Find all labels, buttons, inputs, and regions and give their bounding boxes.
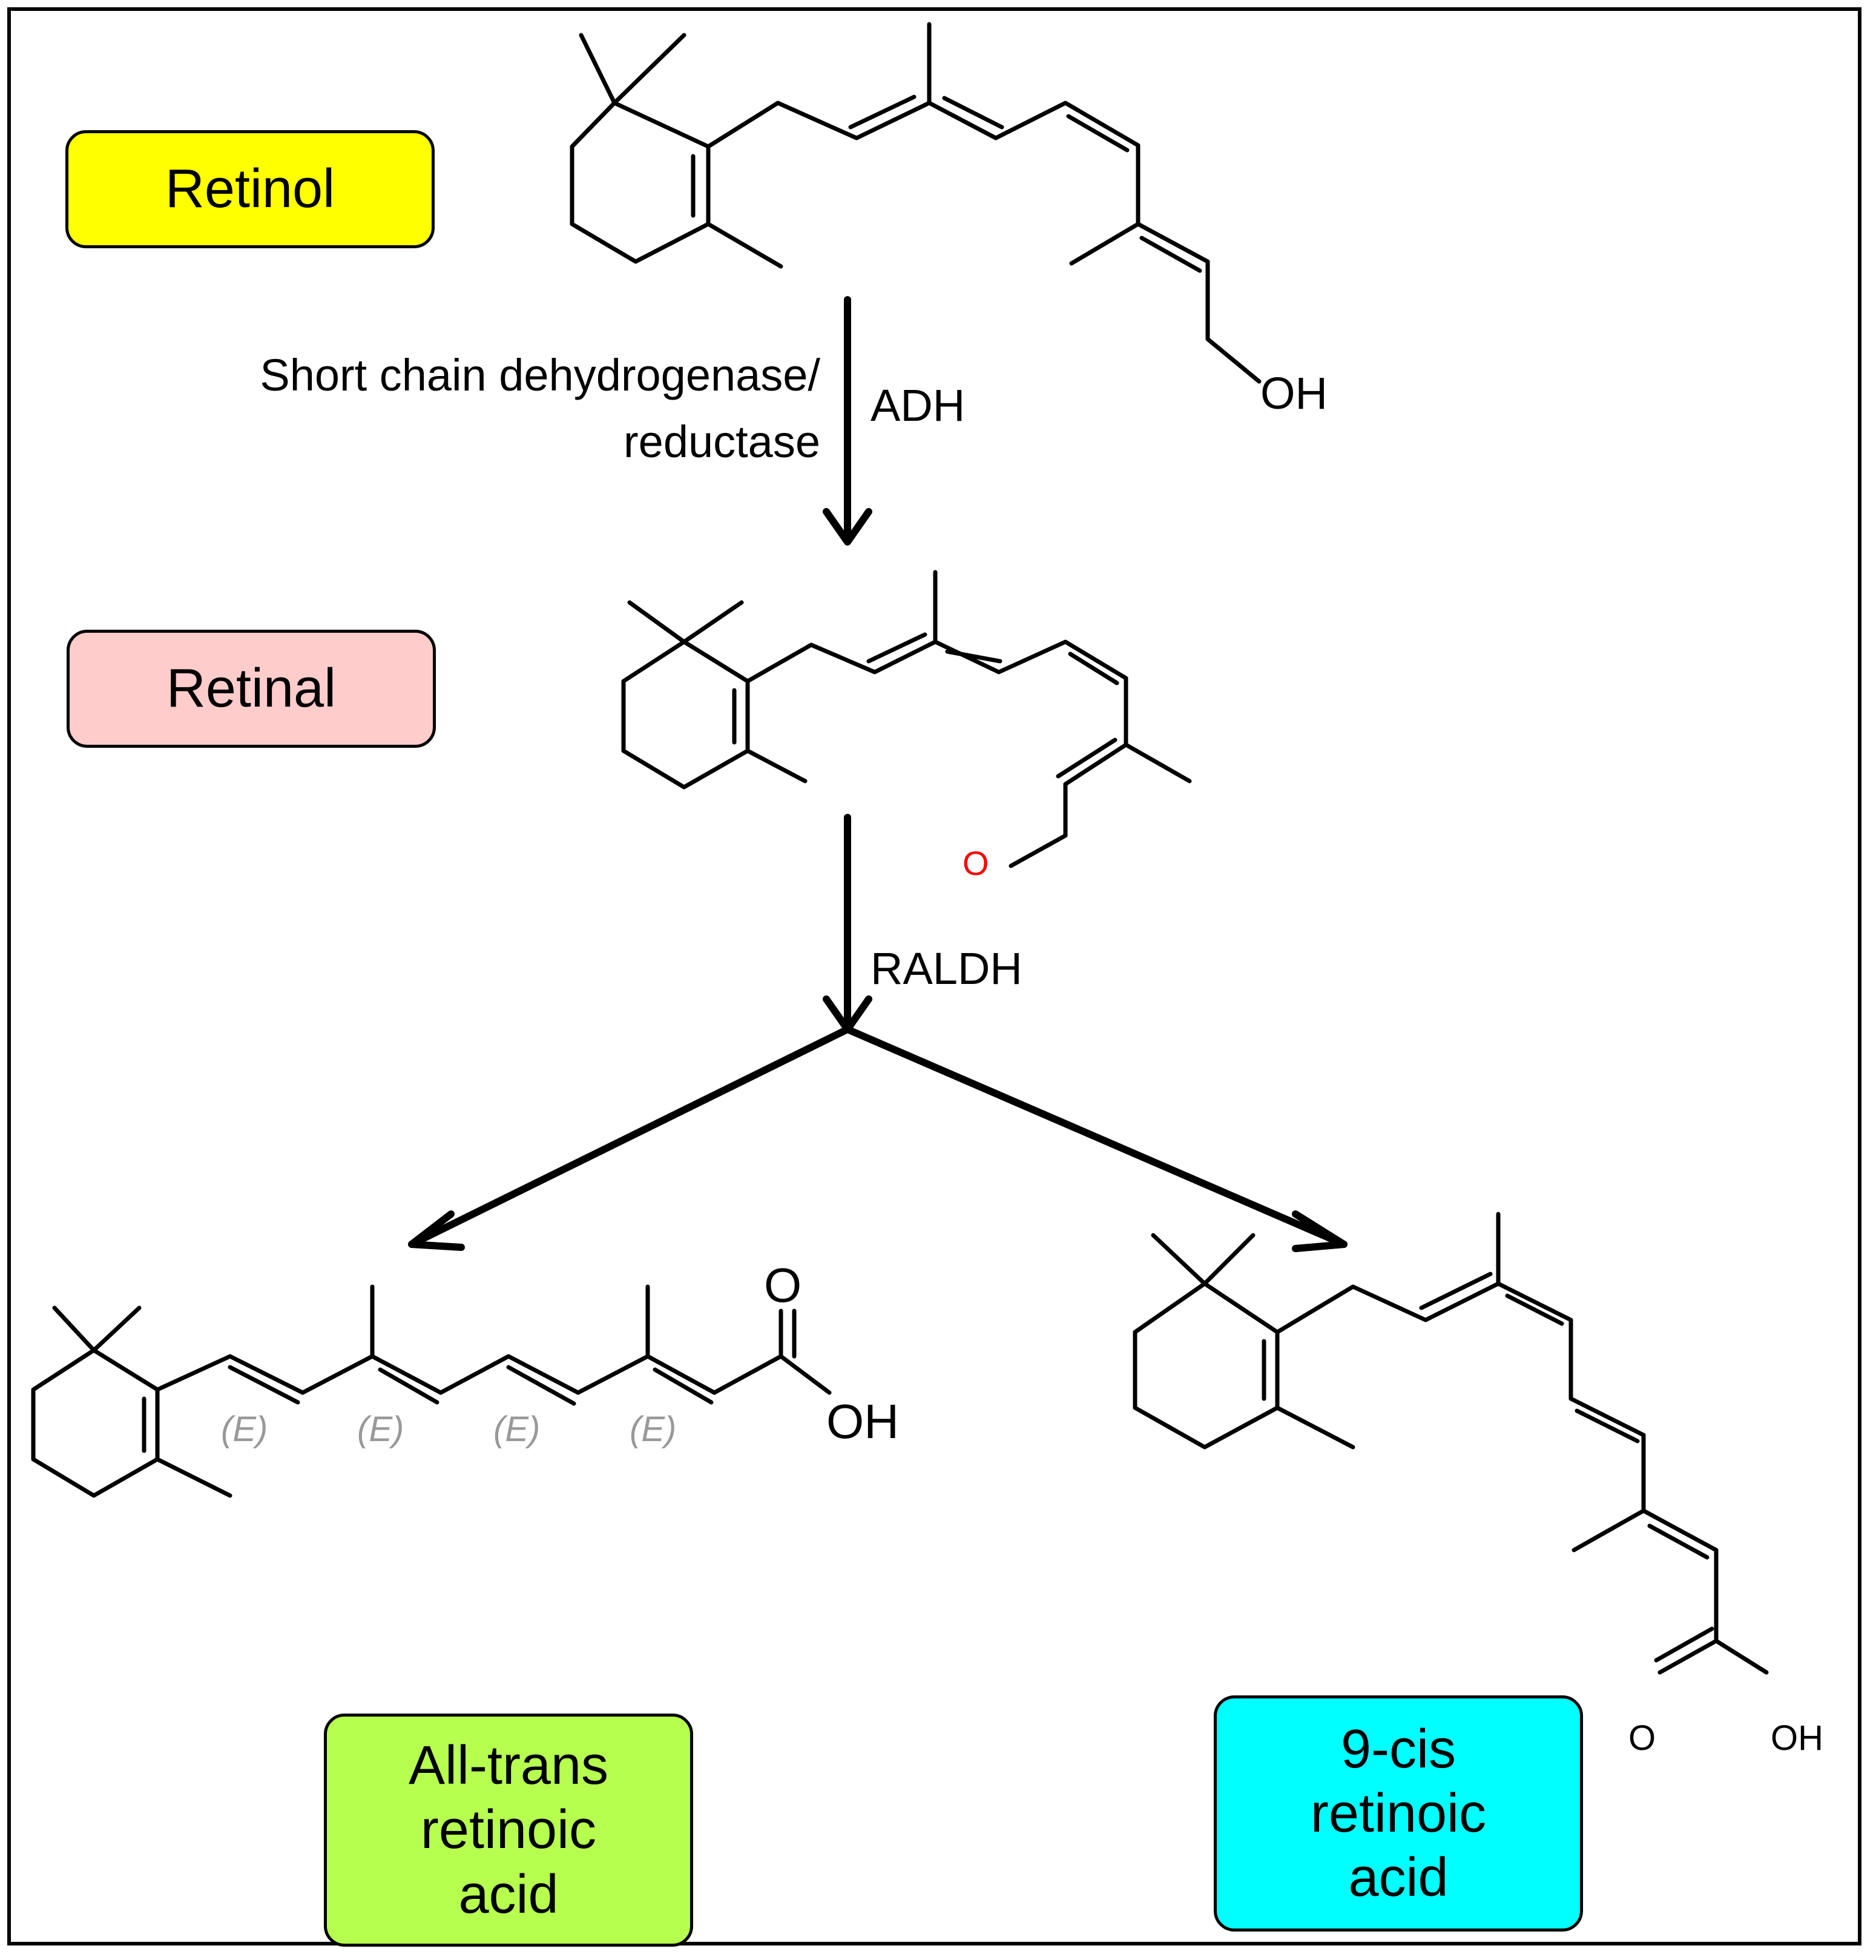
retinal-label: Retinal [166,658,337,719]
nine-cis-label-line2: retinoic [1310,1783,1487,1844]
arrowhead-branch-right [1292,1210,1348,1252]
arrowhead-retinol-to-retinal [823,508,872,546]
sdr-label-line2: reductase [624,417,820,467]
retinal-structure: O [621,570,1192,882]
atra-label-line2: retinoic [420,1800,597,1861]
raldh-label: RALDH [871,943,1022,994]
all-trans-retinoic-acid-structure: O OH (E) (E) (E) (E) [31,1258,899,1498]
enzyme-labels: Short chain dehydrogenase/ reductase ADH… [260,350,1022,994]
atra-label-line3: acid [458,1864,559,1925]
nine-cis-oh-label: OH [1771,1718,1823,1758]
stereo-label-4: (E) [630,1410,676,1449]
retinol-structure: OH [570,22,1328,418]
stereo-label-1: (E) [221,1410,268,1449]
nine-cis-label-line1: 9-cis [1340,1718,1456,1780]
retinal-label-box: Retinal [67,630,436,748]
arrowhead-branch-left [408,1210,465,1251]
reaction-arrows [408,296,1348,1252]
adh-label: ADH [871,380,965,431]
nine-cis-carbonyl-o-label: O [1628,1718,1656,1758]
diagram-frame [7,7,1861,1945]
retinol-label: Retinol [165,159,335,220]
retinal-o-label: O [963,844,989,882]
atra-oh-label: OH [826,1394,899,1448]
nine-cis-retinoic-acid-structure: O OH [1133,1212,1823,1758]
all-trans-ra-label-box: All-trans retinoic acid [324,1714,693,1947]
nine-cis-label-line3: acid [1348,1847,1449,1909]
stereo-label-3: (E) [493,1410,540,1449]
arrow-branch-left [408,1026,851,1248]
atra-label-line1: All-trans [408,1735,609,1797]
arrow-branch-right [844,1026,1348,1248]
retinol-label-box: Retinol [65,130,435,248]
retinol-oh-label: OH [1260,368,1328,418]
nine-cis-ra-label-box: 9-cis retinoic acid [1214,1695,1583,1932]
atra-carbonyl-o-label: O [764,1258,801,1312]
stereo-label-2: (E) [357,1410,404,1449]
sdr-label-line1: Short chain dehydrogenase/ [260,350,820,400]
